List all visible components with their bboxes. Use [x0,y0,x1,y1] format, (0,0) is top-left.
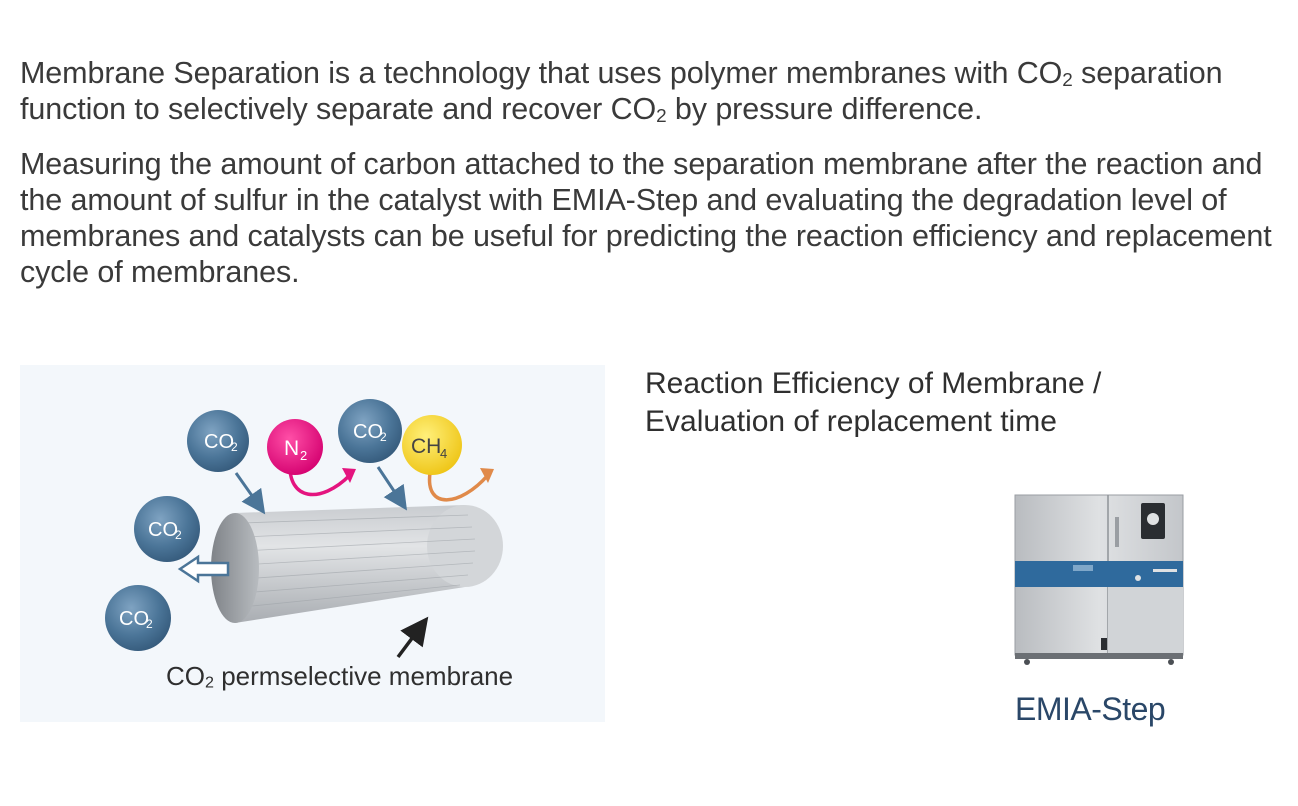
intro-paragraph-1: Membrane Separation is a technology that… [20,55,1290,127]
bubble-sub: 2 [175,528,182,542]
co2-bubble: CO 2 [105,585,171,651]
intro-p1-text-b: separation function to selectively separ… [20,56,1223,126]
membrane-illustration: CO 2 N 2 CO 2 CH 4 CO 2 CO 2 [105,399,503,659]
bubble-sub: 2 [146,617,153,631]
n2-bubble: N 2 [267,419,323,475]
bubble-label: CO [119,608,149,630]
co2-inflow-arrow-icon [376,466,407,511]
membrane-caption: CO2 permselective membrane [166,661,513,692]
bubble-sub: 2 [231,440,238,454]
bubble-label: N [284,437,299,460]
membrane-pointer-arrow-icon [396,616,429,659]
intro-p1-sub-2: 2 [656,105,667,127]
caption-rest: permselective membrane [213,661,514,691]
membrane-diagram: CO 2 N 2 CO 2 CH 4 CO 2 CO 2 CO2 perms [20,365,605,722]
bubble-sub: 2 [380,430,387,444]
intro-p1-text-c: by pressure difference. [666,92,983,126]
product-name: EMIA-Step [1015,691,1166,727]
co2-bubble: CO 2 [187,410,249,472]
co2-inflow-arrow-icon [234,472,266,515]
intro-paragraph-2: Measuring the amount of carbon attached … [20,147,1272,289]
co2-outflow-arrow-icon [177,554,230,584]
intro-p1-sub-1: 2 [1062,69,1073,91]
section-title: Reaction Efficiency of Membrane / Evalua… [645,365,1101,441]
emia-step-instrument-image [1013,493,1185,668]
caption-main: CO [166,661,205,691]
caption-sub: 2 [205,673,214,692]
ch4-escape-arrow-icon [427,472,490,502]
section-title-line-1: Reaction Efficiency of Membrane / [645,367,1102,400]
intro-p1-text-a: Membrane Separation is a technology that… [20,56,1063,90]
bubble-sub: 2 [300,448,307,463]
membrane-cylinder [211,505,503,623]
co2-bubble: CO 2 [338,399,402,463]
bubble-label: CO [204,431,234,453]
co2-bubble: CO 2 [134,496,200,562]
bubble-sub: 4 [440,446,447,461]
bubble-label: CO [148,519,178,541]
ch4-bubble: CH 4 [402,415,462,475]
bubble-label: CH [411,435,441,458]
instrument-illustration [1014,494,1184,665]
section-title-line-2: Evaluation of replacement time [645,405,1057,438]
bubble-label: CO [353,421,383,443]
